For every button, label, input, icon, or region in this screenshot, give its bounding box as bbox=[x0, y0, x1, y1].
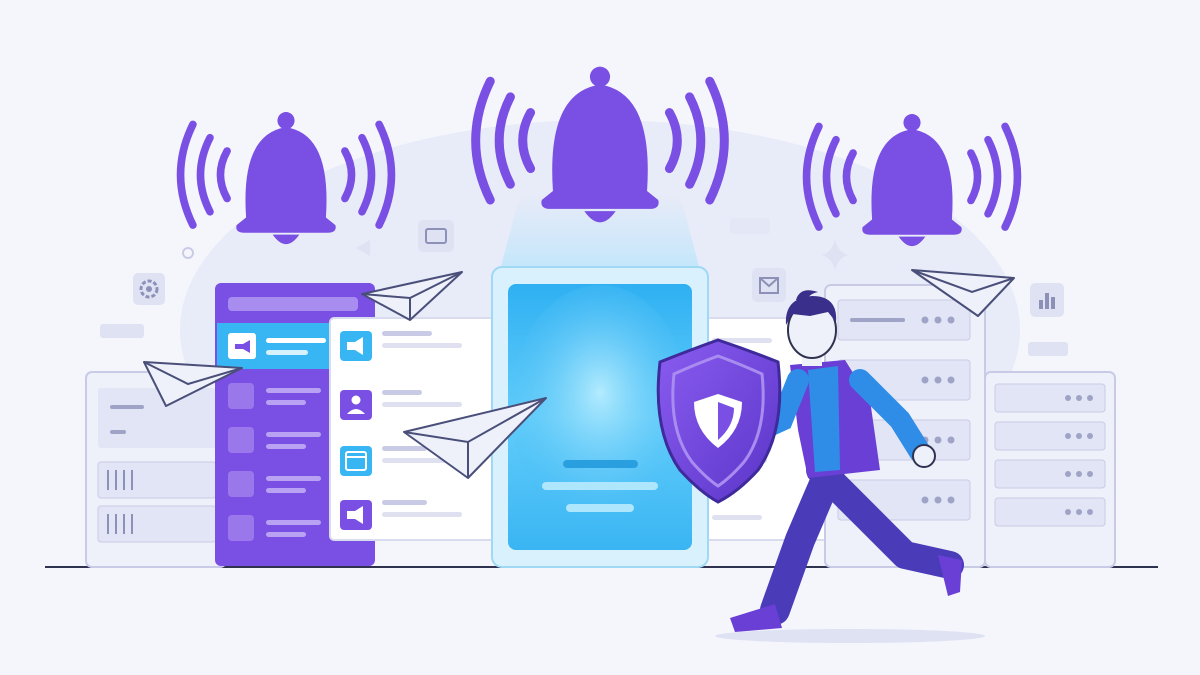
paper-plane-icon bbox=[361, 271, 463, 321]
runner-shadow bbox=[715, 629, 985, 643]
paper-plane-icon bbox=[143, 361, 243, 407]
bell-icon bbox=[802, 114, 1022, 247]
list-item bbox=[340, 331, 462, 361]
user-icon bbox=[351, 395, 361, 405]
pill-shape bbox=[1028, 342, 1068, 356]
phone-device bbox=[491, 266, 709, 568]
paper-plane-icon bbox=[403, 397, 547, 479]
right-server-rack-front bbox=[984, 371, 1116, 568]
left-server-rack bbox=[85, 371, 227, 568]
paper-plane-icon bbox=[911, 269, 1015, 317]
shield-icon bbox=[656, 338, 782, 504]
list-item bbox=[340, 500, 462, 530]
sparkle-icon bbox=[822, 240, 848, 270]
dot-icon bbox=[182, 247, 194, 259]
list-item bbox=[340, 390, 462, 420]
mail-icon bbox=[752, 268, 786, 302]
pill-shape bbox=[100, 324, 144, 338]
megaphone-icon bbox=[347, 506, 363, 524]
calendar-icon bbox=[345, 451, 367, 471]
chart-icon bbox=[1030, 283, 1064, 317]
running-person bbox=[656, 290, 964, 632]
image-icon bbox=[418, 220, 454, 252]
megaphone-icon bbox=[347, 337, 363, 355]
list-item bbox=[340, 446, 462, 476]
light-beam bbox=[500, 195, 700, 270]
bell-icon bbox=[176, 112, 396, 245]
play-left-icon bbox=[356, 240, 370, 256]
pill-shape bbox=[730, 218, 770, 234]
megaphone-icon bbox=[235, 340, 250, 353]
gear-icon bbox=[133, 273, 165, 305]
bell-icon bbox=[471, 66, 729, 223]
